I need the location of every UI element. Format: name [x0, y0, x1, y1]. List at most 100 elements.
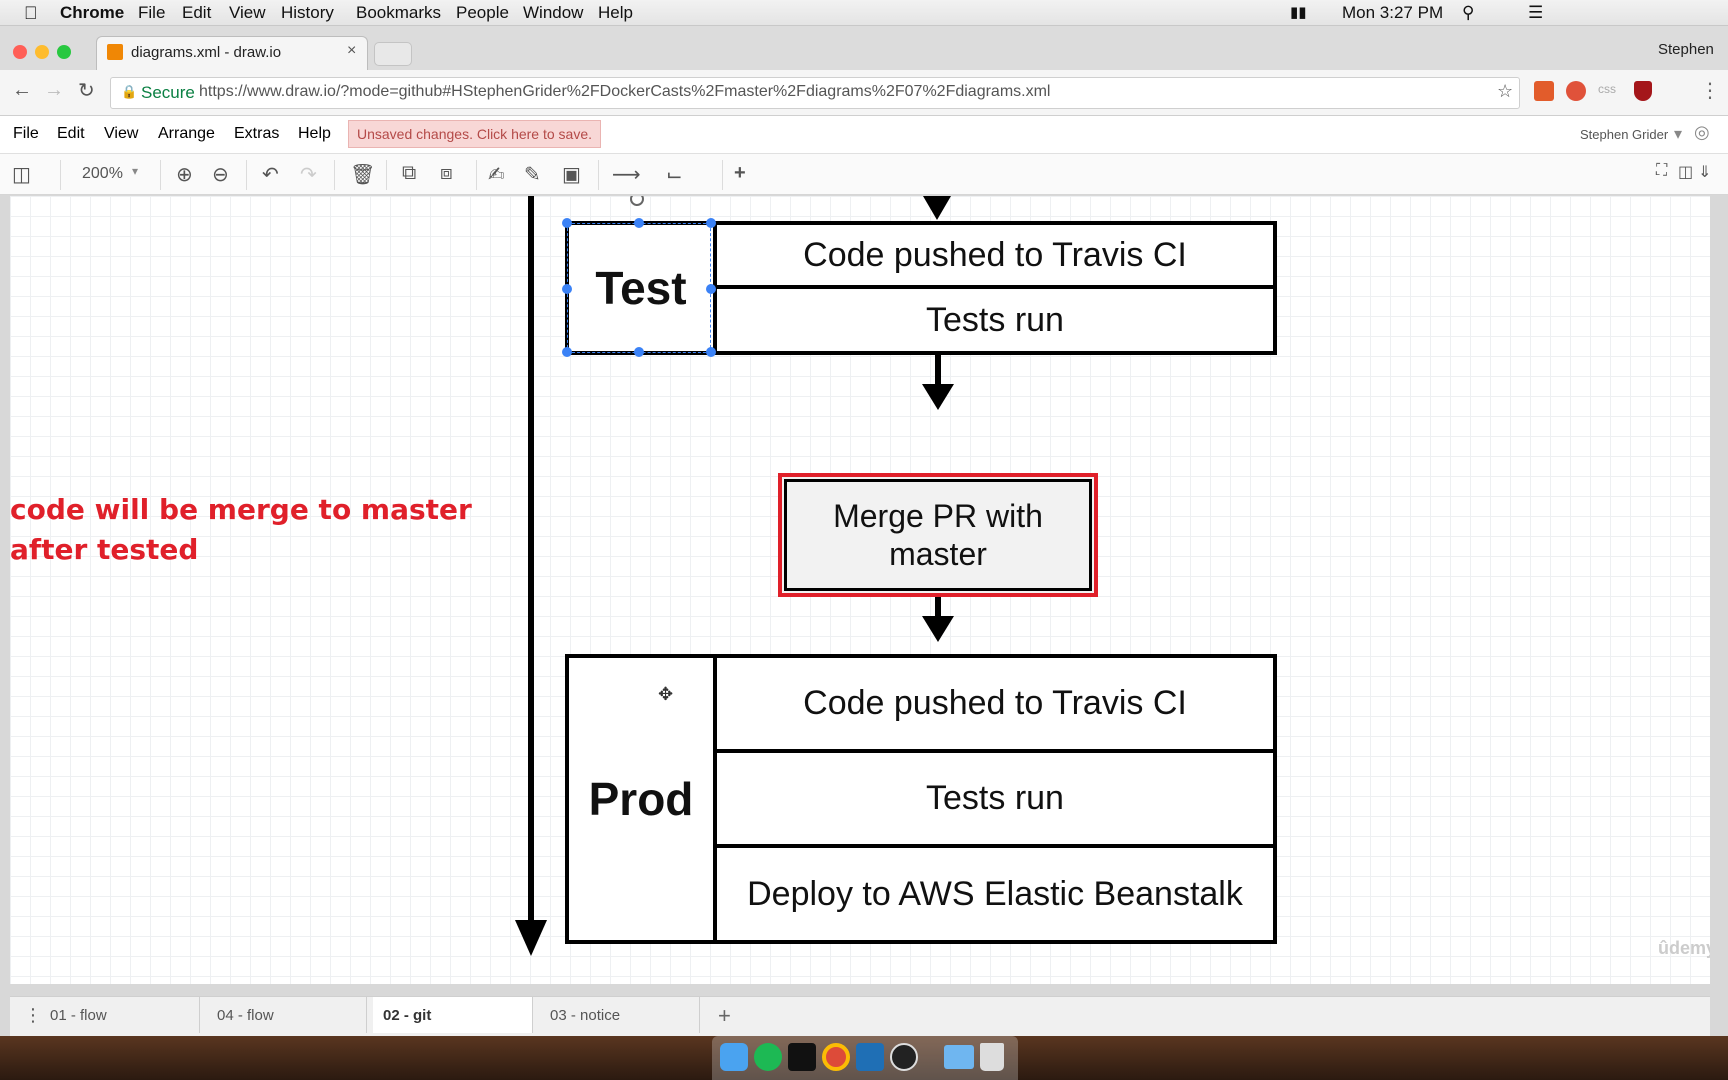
fullscreen-icon[interactable]: ⛶ — [1656, 162, 1668, 179]
resize-handle[interactable] — [634, 218, 644, 228]
prod-step-deploy[interactable]: Deploy to AWS Elastic Beanstalk — [747, 874, 1243, 913]
format-toggle-icon[interactable]: ◫ — [1678, 164, 1694, 181]
delete-icon[interactable]: 🗑 — [350, 164, 376, 186]
user-name[interactable]: Stephen Grider — [1580, 127, 1669, 142]
resize-handle[interactable] — [562, 347, 572, 357]
forward-icon[interactable]: → — [44, 79, 64, 101]
app-name[interactable]: Chrome — [60, 3, 125, 22]
drawio-menu-view[interactable]: View — [104, 125, 139, 142]
menu-file[interactable]: File — [138, 3, 166, 22]
terminal-icon[interactable] — [788, 1043, 816, 1071]
vscode-icon[interactable] — [856, 1043, 884, 1071]
globe-icon[interactable]: ◎ — [1694, 122, 1710, 142]
new-tab-button[interactable] — [374, 42, 412, 66]
menu-view[interactable]: View — [229, 3, 266, 22]
drawio-menu-extras[interactable]: Extras — [234, 125, 280, 142]
menu-people[interactable]: People — [456, 3, 509, 22]
reload-icon[interactable]: ↻ — [78, 80, 95, 102]
sheet-menu-icon[interactable]: ⋮ — [24, 1005, 42, 1025]
browser-tab[interactable]: diagrams.xml - draw.io × — [96, 36, 368, 70]
list-icon[interactable]: ☰ — [1528, 3, 1544, 22]
timeline-arrow-line[interactable] — [528, 196, 534, 928]
connection-style-icon[interactable]: ⟶ — [612, 164, 641, 186]
menu-history[interactable]: History — [281, 3, 334, 22]
obs-icon[interactable] — [890, 1043, 918, 1071]
line-color-icon[interactable]: ✎ — [524, 164, 541, 186]
prod-step-run[interactable]: Tests run — [926, 779, 1064, 817]
collapse-icon[interactable]: ⇓ — [1698, 164, 1712, 181]
profile-name[interactable]: Stephen — [1658, 41, 1714, 58]
sheet-tab[interactable]: 01 - flow — [40, 997, 200, 1033]
diagram-canvas[interactable]: code will be merge to master after teste… — [10, 196, 1710, 984]
shadow-icon[interactable]: ▣ — [562, 164, 581, 186]
resize-handle[interactable] — [706, 218, 716, 228]
rotate-handle-icon[interactable] — [630, 196, 644, 206]
resize-handle[interactable] — [562, 284, 572, 294]
clock[interactable]: Mon 3:27 PM — [1342, 3, 1444, 22]
connector-line[interactable] — [935, 597, 941, 621]
resize-handle[interactable] — [706, 284, 716, 294]
insert-icon[interactable]: + — [734, 162, 746, 184]
toolbar-divider — [386, 160, 387, 190]
battery-icon[interactable]: ▮▮ — [1290, 4, 1307, 21]
redo-icon[interactable]: ↷ — [300, 164, 317, 186]
ublock-icon[interactable] — [1634, 81, 1652, 101]
drawio-menu-help[interactable]: Help — [298, 125, 331, 142]
zoom-in-icon[interactable]: ⊕ — [176, 164, 193, 186]
omnibox[interactable]: 🔒 Secure https://www.draw.io/?mode=githu… — [110, 77, 1520, 109]
sheet-tab-active[interactable]: 02 - git — [373, 997, 533, 1033]
css-extension-icon[interactable]: css — [1598, 82, 1616, 96]
resize-handle[interactable] — [562, 218, 572, 228]
finder-icon[interactable] — [720, 1043, 748, 1071]
spotify-icon[interactable] — [754, 1043, 782, 1071]
waypoint-style-icon[interactable]: ⌙ — [666, 164, 683, 186]
sheet-tab[interactable]: 03 - notice — [540, 997, 700, 1033]
fill-color-icon[interactable]: ✍ — [488, 164, 505, 186]
annotation-text[interactable]: code will be merge to master after teste… — [10, 490, 472, 570]
back-icon[interactable]: ← — [12, 79, 32, 101]
connector-line[interactable] — [935, 355, 941, 389]
test-step-push[interactable]: Code pushed to Travis CI — [803, 235, 1187, 274]
prod-stage-label[interactable]: Prod — [588, 773, 694, 825]
apple-icon[interactable]:  — [24, 3, 38, 24]
divider — [713, 654, 717, 944]
extension-icon[interactable] — [1566, 81, 1586, 101]
menu-edit[interactable]: Edit — [182, 3, 212, 22]
close-window-button[interactable] — [13, 45, 27, 59]
merge-pr-label[interactable]: Merge PR with master — [784, 479, 1092, 591]
bookmark-star-icon[interactable]: ☆ — [1497, 81, 1514, 101]
zoom-select[interactable]: 200% — [82, 165, 123, 182]
to-back-icon[interactable]: ⧈ — [440, 162, 453, 184]
drawio-menu-file[interactable]: File — [13, 125, 39, 142]
resize-handle[interactable] — [706, 347, 716, 357]
chevron-down-icon[interactable]: ▾ — [1674, 126, 1683, 143]
trash-icon[interactable] — [980, 1043, 1004, 1071]
minimize-window-button[interactable] — [35, 45, 49, 59]
test-stage-label[interactable]: Test — [595, 262, 687, 314]
sheet-tab[interactable]: 04 - flow — [207, 997, 367, 1033]
search-icon[interactable]: ⚲ — [1462, 3, 1475, 22]
unsaved-changes-button[interactable]: Unsaved changes. Click here to save. — [348, 120, 602, 148]
to-front-icon[interactable]: ⧉ — [402, 162, 417, 184]
chrome-icon[interactable] — [822, 1043, 850, 1071]
close-tab-icon[interactable]: × — [347, 42, 357, 59]
prod-step-push[interactable]: Code pushed to Travis CI — [803, 684, 1187, 722]
extension-icon[interactable] — [1534, 81, 1554, 101]
drawio-menu-arrange[interactable]: Arrange — [158, 125, 215, 142]
menu-help[interactable]: Help — [598, 3, 633, 22]
drawio-toolbar: ◫ 200% ▾ ⊕ ⊖ ↶ ↷ 🗑 ⧉ ⧈ ✍ ✎ ▣ ⟶ ⌙ + ⛶ ◫ ⇓ — [0, 153, 1728, 195]
prod-stage-box[interactable] — [565, 654, 1277, 944]
menu-bookmarks[interactable]: Bookmarks — [356, 3, 442, 22]
format-panel-icon[interactable]: ◫ — [12, 164, 31, 186]
menu-window[interactable]: Window — [523, 3, 584, 22]
zoom-out-icon[interactable]: ⊖ — [212, 164, 229, 186]
test-step-run[interactable]: Tests run — [926, 300, 1064, 339]
folder-icon[interactable] — [944, 1045, 974, 1069]
resize-handle[interactable] — [634, 347, 644, 357]
zoom-window-button[interactable] — [57, 45, 71, 59]
add-sheet-icon[interactable]: + — [718, 1003, 731, 1028]
undo-icon[interactable]: ↶ — [262, 164, 279, 186]
url-text[interactable]: https://www.draw.io/?mode=github#HStephe… — [199, 83, 1051, 100]
chrome-menu-icon[interactable]: ⋮ — [1700, 80, 1720, 102]
drawio-menu-edit[interactable]: Edit — [57, 125, 85, 142]
